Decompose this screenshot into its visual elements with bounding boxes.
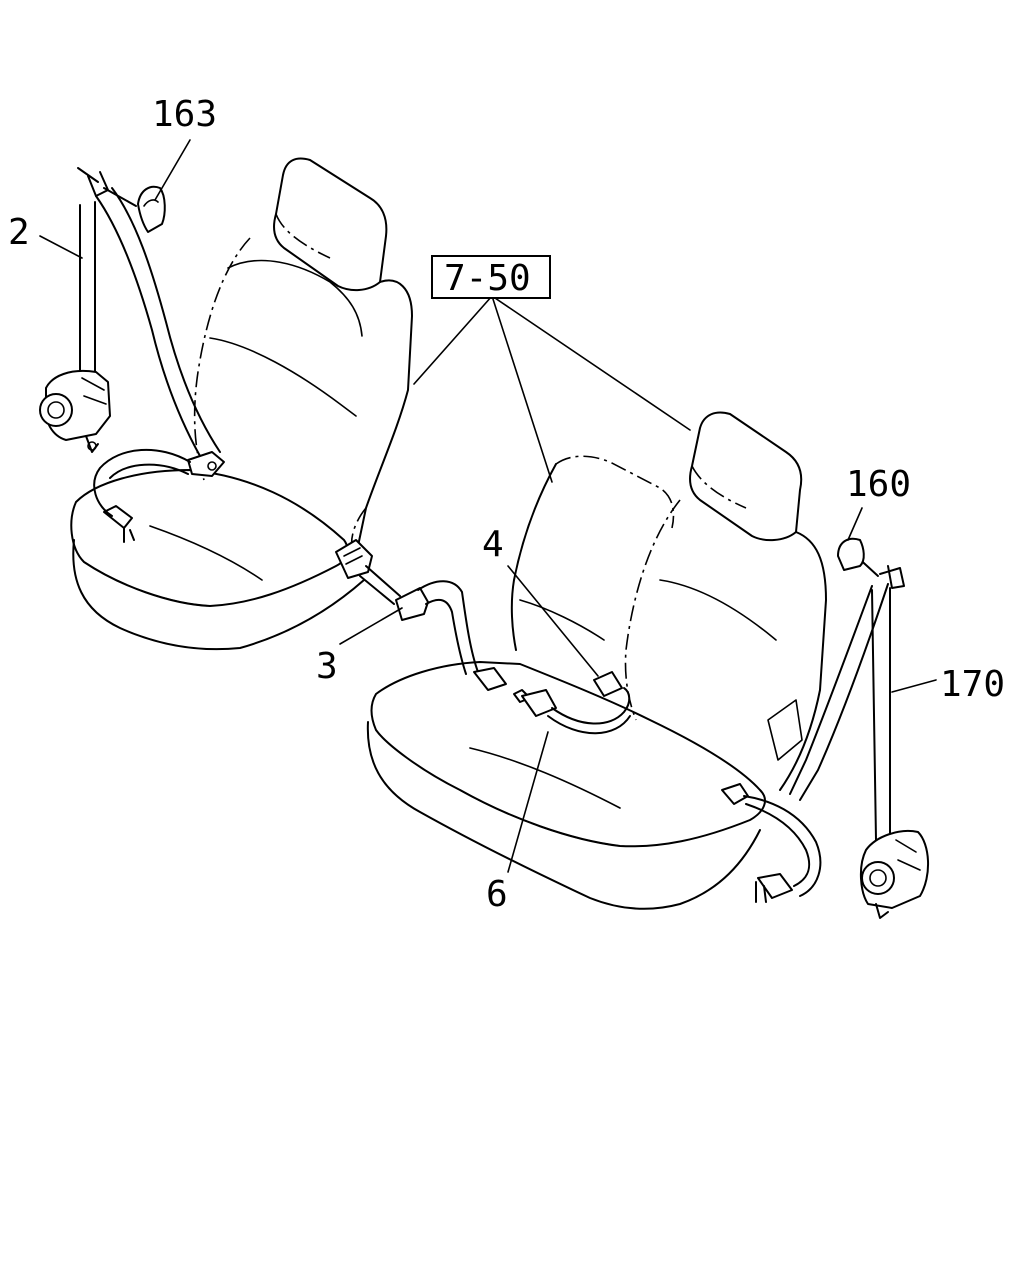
label-7-50[interactable]: 7-50 [444, 258, 531, 299]
label-170: 170 [940, 664, 1005, 705]
label-2: 2 [8, 212, 30, 253]
rear-centre-belt [513, 671, 631, 735]
reference-box [431, 255, 551, 299]
cover-163 [137, 185, 166, 233]
right-seat-belt [721, 553, 930, 919]
label-160: 160 [846, 464, 911, 505]
label-4: 4 [482, 524, 504, 565]
left-seat-belt [39, 167, 225, 543]
left-seat [70, 157, 413, 651]
rear-bench [366, 411, 827, 910]
label-6: 6 [486, 874, 508, 915]
label-163: 163 [152, 94, 217, 135]
buckle-3 [335, 539, 507, 691]
label-3: 3 [316, 646, 338, 687]
cover-160 [837, 537, 865, 571]
leader-lines [39, 139, 937, 873]
